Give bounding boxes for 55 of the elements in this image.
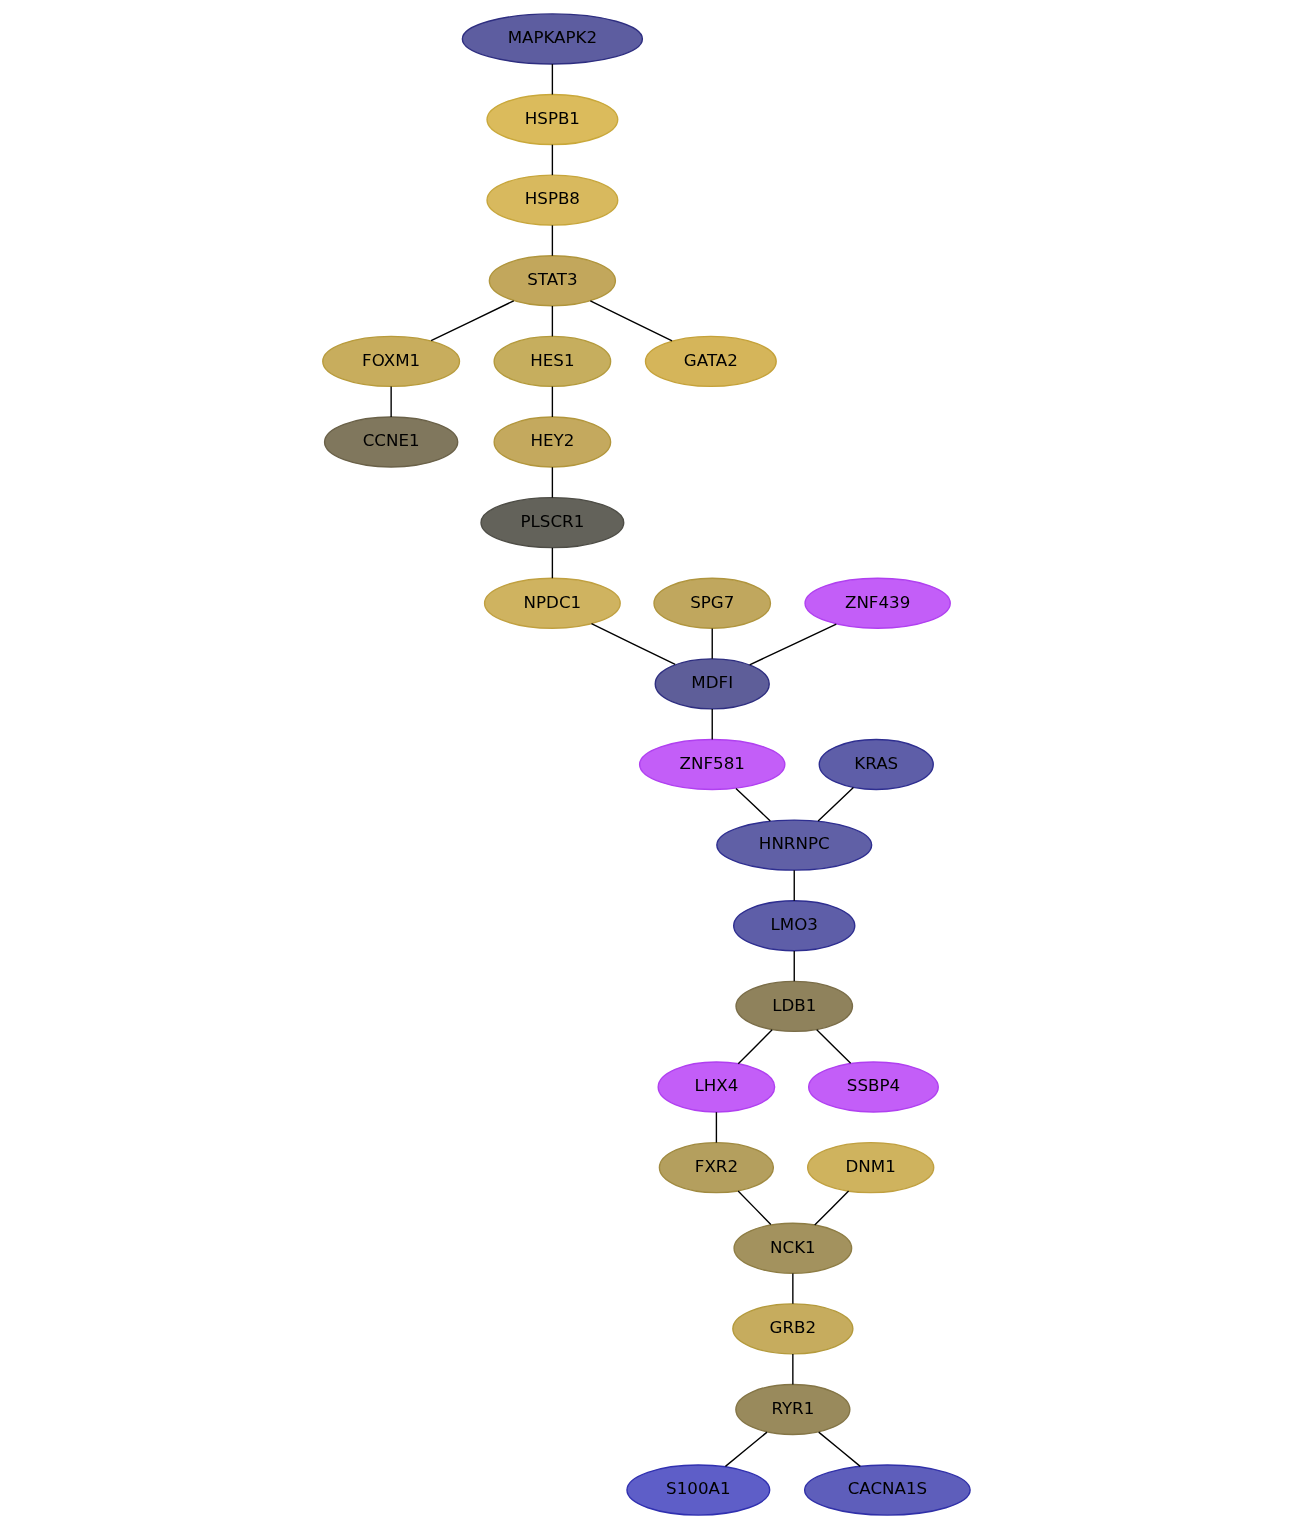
connector: [737, 1029, 773, 1065]
node-ellipse: CACNA1S: [803, 1464, 971, 1516]
connector: [551, 63, 553, 96]
node-ellipse: RYR1: [734, 1383, 851, 1436]
node-ellipse: GATA2: [644, 335, 777, 388]
node-ellipse: ZNF439: [803, 577, 951, 629]
connector: [590, 623, 676, 666]
node-ellipse: HEY2: [492, 416, 611, 468]
node-ellipse: ZNF581: [638, 738, 786, 791]
node-ellipse: CCNE1: [323, 416, 458, 468]
connector: [551, 466, 553, 499]
connector: [711, 708, 713, 741]
node-ellipse: HES1: [492, 335, 611, 388]
node-ellipse: LDB1: [734, 980, 853, 1033]
connector: [793, 869, 795, 902]
connector: [551, 547, 553, 579]
connector: [551, 144, 553, 176]
connector: [551, 224, 553, 257]
connector: [734, 787, 771, 822]
node-ellipse: STAT3: [488, 255, 616, 307]
connector: [793, 950, 795, 983]
connector: [551, 305, 553, 338]
connector: [551, 385, 553, 418]
node-ellipse: HNRNPC: [715, 819, 872, 871]
node-ellipse: FXR2: [658, 1141, 774, 1194]
connector: [736, 1190, 771, 1226]
connector: [791, 1272, 794, 1305]
node-ellipse: SSBP4: [807, 1061, 939, 1113]
node-ellipse: HSPB8: [485, 174, 618, 226]
node-ellipse: FOXM1: [321, 335, 460, 388]
node-ellipse: MAPKAPK2: [461, 13, 643, 65]
connector: [816, 786, 854, 822]
node-ellipse: LHX4: [657, 1061, 775, 1113]
connector: [589, 300, 673, 342]
connector: [791, 1353, 794, 1386]
node-ellipse: LMO3: [732, 900, 855, 952]
node-ellipse: S100A1: [625, 1464, 770, 1516]
node-ellipse: KRAS: [818, 738, 934, 791]
connector: [724, 1431, 768, 1468]
connector: [711, 627, 713, 660]
node-ellipse: NCK1: [732, 1222, 852, 1274]
connector: [429, 300, 514, 342]
node-ellipse: DNM1: [806, 1141, 934, 1194]
node-ellipse: PLSCR1: [479, 496, 624, 549]
connector: [715, 1111, 717, 1144]
node-ellipse: HSPB1: [485, 93, 618, 146]
node-ellipse: GRB2: [731, 1303, 854, 1355]
connector: [813, 1190, 849, 1226]
connector: [817, 1431, 861, 1468]
connector: [815, 1029, 851, 1064]
node-ellipse: SPG7: [652, 577, 771, 629]
connector: [748, 623, 837, 666]
node-ellipse: NPDC1: [483, 577, 621, 629]
connector: [389, 385, 392, 418]
node-ellipse: MDFI: [654, 658, 770, 710]
